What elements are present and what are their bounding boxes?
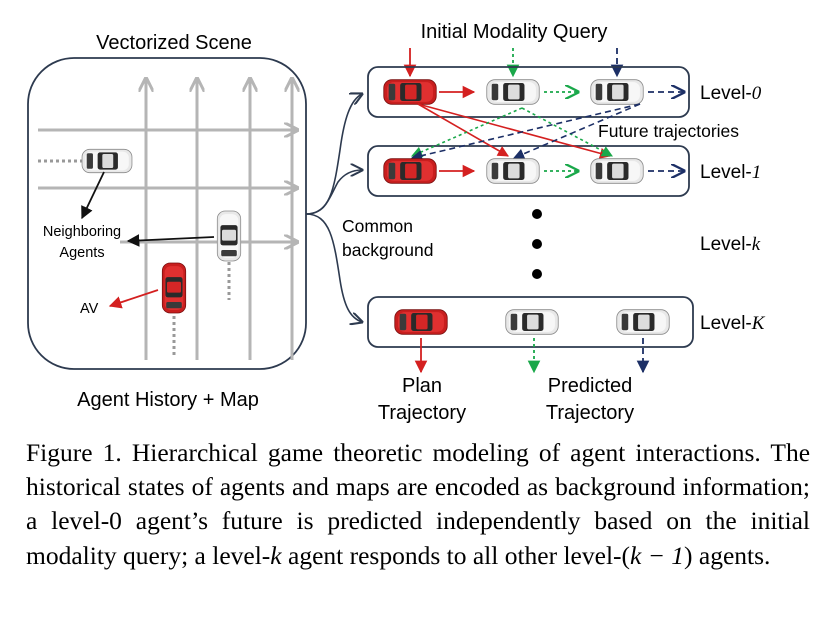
caption-text-3: ) agents. — [684, 540, 771, 570]
levelK-agent2-car — [616, 309, 670, 335]
scene-box — [27, 57, 307, 370]
caption-text-1: Hierarchical game theoretic modeling of … — [26, 438, 811, 570]
level1-agent1-car — [486, 158, 540, 184]
level-1-box — [367, 145, 690, 197]
level0-agent2-car — [590, 79, 644, 105]
level1-agent2-car — [590, 158, 644, 184]
ellipsis-dot-3 — [532, 269, 542, 279]
neighbor-pointer-2 — [126, 234, 215, 247]
figure-caption: Figure 1. Hierarchical game theoretic mo… — [26, 436, 810, 573]
level-1-label: Level-1 — [700, 162, 761, 183]
level-0-label: Level-0 — [700, 83, 762, 104]
future-trajectories-label: Future trajectories — [598, 121, 739, 141]
neighbor-car-1 — [81, 148, 133, 174]
ellipsis-dot-2 — [532, 239, 542, 249]
query-title: Initial Modality Query — [421, 21, 608, 43]
ellipsis-dot-1 — [532, 209, 542, 219]
common-label-line2: background — [342, 240, 433, 260]
plan-label-line1: Plan — [402, 375, 442, 397]
level-K-label: Level-K — [700, 313, 766, 334]
levelK-agent1-car — [505, 309, 559, 335]
figure-diagram: Vectorized Scene Neighboring Agents AV A… — [27, 21, 766, 424]
caption-k-minus-1: k − 1 — [630, 540, 685, 570]
pred-label-line1: Predicted — [548, 375, 633, 397]
background-brace — [305, 94, 362, 322]
levelK-av-car — [394, 309, 448, 335]
neighbor-label-line1: Neighboring — [43, 224, 121, 240]
level-0-box — [367, 66, 690, 118]
caption-k: k — [270, 540, 282, 570]
common-label-line1: Common — [342, 216, 413, 236]
neighbor-label-line2: Agents — [59, 245, 104, 261]
neighbor-car-2 — [216, 210, 242, 262]
plan-label-line2: Trajectory — [378, 402, 466, 424]
level0-agent1-car — [486, 79, 540, 105]
neighbor-pointer-1 — [81, 171, 105, 220]
scene-title: Vectorized Scene — [96, 32, 252, 54]
level1-av-car — [383, 158, 437, 184]
av-car — [161, 262, 187, 314]
caption-label: Figure 1. — [26, 438, 122, 467]
road-network — [38, 80, 296, 360]
scene-footer: Agent History + Map — [77, 389, 259, 411]
pred-label-line2: Trajectory — [546, 402, 634, 424]
av-label: AV — [80, 301, 99, 317]
level-k-label: Level-k — [700, 234, 761, 255]
av-pointer — [108, 289, 159, 309]
level-K-box — [367, 296, 694, 348]
level0-av-car — [383, 79, 437, 105]
level-interaction-arrows — [410, 103, 641, 162]
caption-text-2: agent responds to all other level-( — [281, 540, 631, 570]
